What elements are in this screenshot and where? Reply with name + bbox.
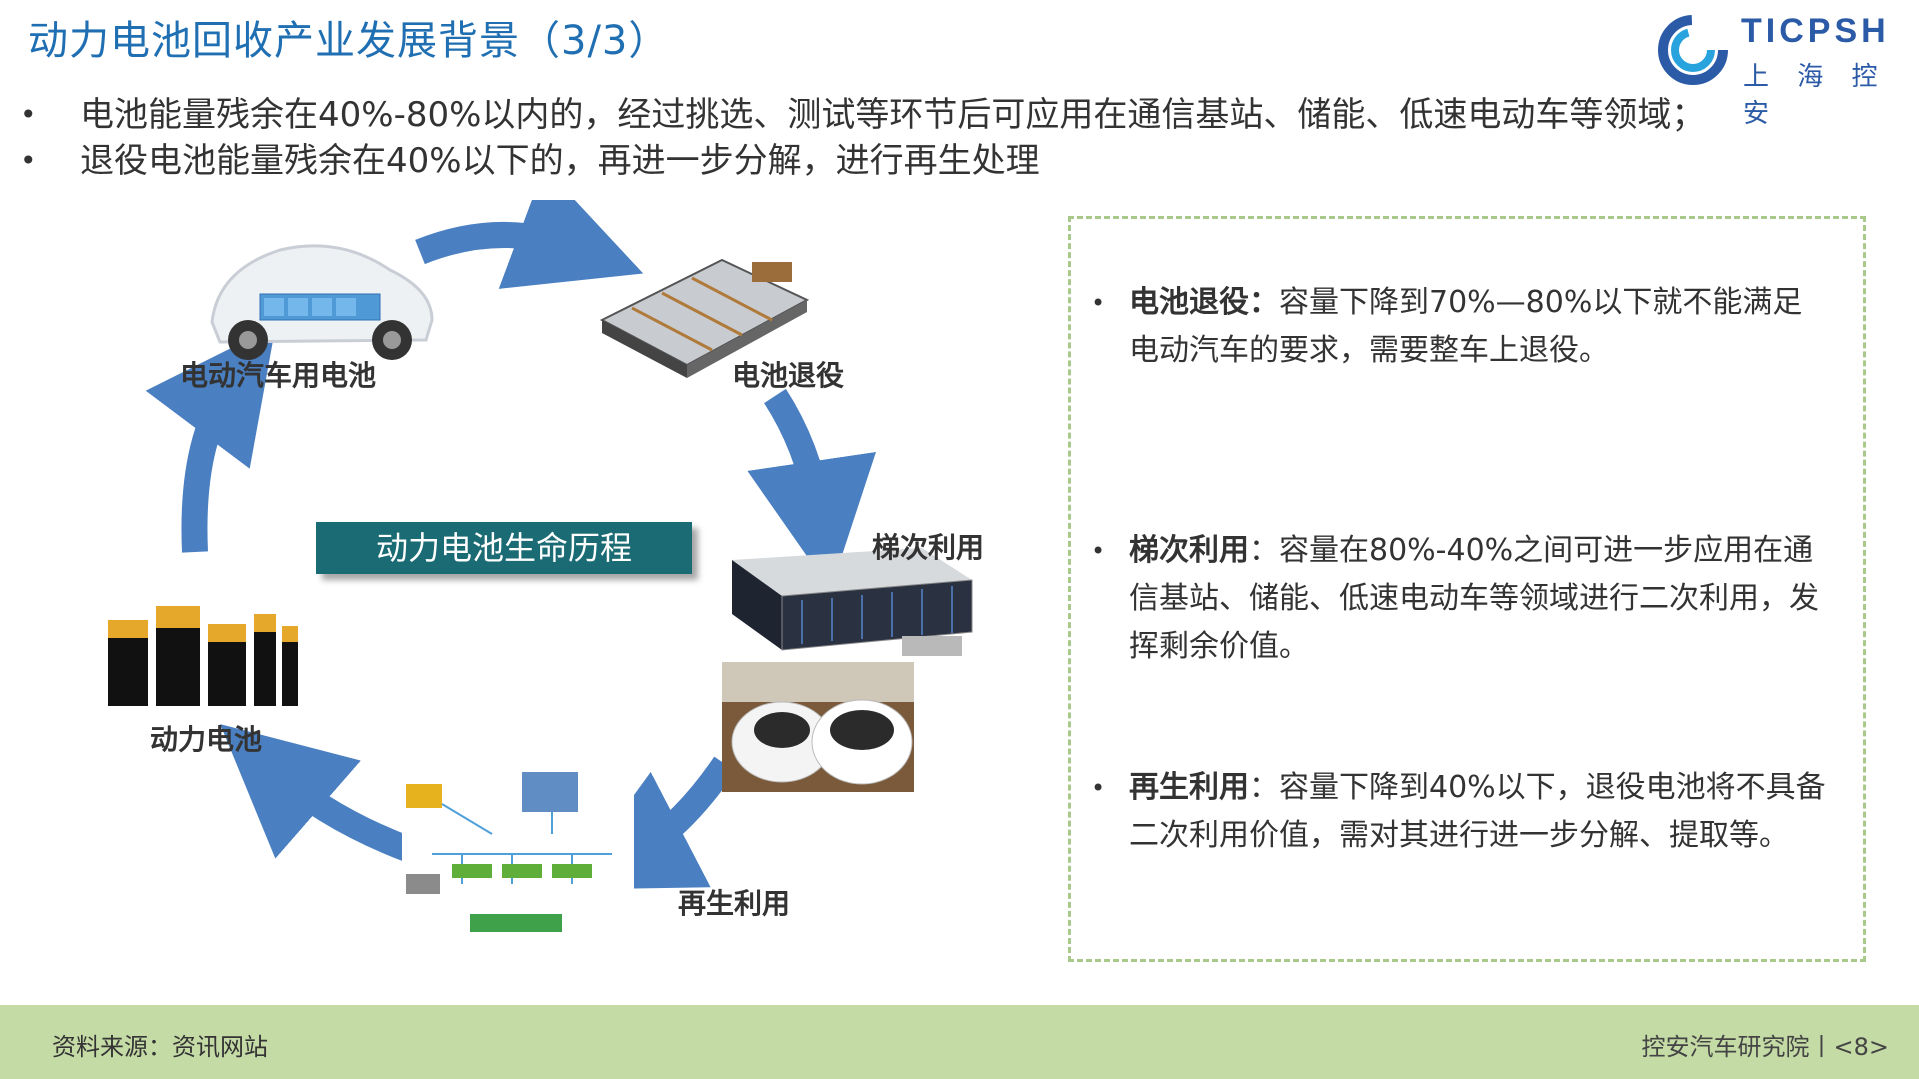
logo-swirl-icon <box>1658 15 1728 85</box>
node-label-retire: 电池退役 <box>732 359 845 392</box>
node-label-power-battery: 动力电池 <box>150 723 263 756</box>
arrow-to-cascade <box>747 388 876 591</box>
panel-term: 梯次利用 <box>1129 533 1249 568</box>
slide-title: 动力电池回收产业发展背景（3/3） <box>28 18 670 64</box>
logo-text-cn: 上 海 控 安 <box>1743 62 1888 129</box>
bullet-dot-icon: • <box>1091 774 1106 802</box>
arrow-to-power-battery <box>220 724 415 863</box>
bullet-dot-icon: • <box>20 144 37 177</box>
cycle-arrows <box>145 200 876 890</box>
battery-pack-image <box>599 258 810 378</box>
arrow-to-recycle <box>565 756 736 890</box>
bullet-text: 退役电池能量残余在40%以下的，再进一步分解，进行再生处理 <box>80 141 1040 181</box>
company-logo: TICPSH 上 海 控 安 <box>1655 10 1895 129</box>
node-label-cascade: 梯次利用 <box>872 531 985 564</box>
footer-institute-page: 控安汽车研究院丨<8> <box>1641 1033 1890 1061</box>
storage-container-image <box>732 548 973 656</box>
bullet-dot-icon: • <box>1091 537 1106 565</box>
recycling-process-image <box>402 764 634 940</box>
low-speed-ev-photo <box>722 662 914 792</box>
panel-item-retire: • 电池退役：容量下降到70%—80%以下就不能满足电动汽车的要求，需要整车上退… <box>1091 279 1831 375</box>
panel-item-recycle: • 再生利用：容量下降到40%以下，退役电池将不具备二次利用价值，需对其进行进一… <box>1091 764 1831 860</box>
panel-term-sep: ： <box>1249 533 1279 568</box>
panel-desc: 容量下降到70%—80%以下就不能满足电动汽车的要求，需要整车上退役。 <box>1129 285 1803 368</box>
intro-bullet: • 电池能量残余在40%-80%以内的，经过挑选、测试等环节后可应用在通信基站、… <box>20 92 1900 138</box>
arrow-to-retire <box>415 200 644 289</box>
panel-item-cascade: • 梯次利用：容量在80%-40%之间可进一步应用在通信基站、储能、低速电动车等… <box>1091 527 1831 671</box>
bullet-text: 电池能量残余在40%-80%以内的，经过挑选、测试等环节后可应用在通信基站、储能… <box>80 95 1706 135</box>
panel-term-sep: ： <box>1249 770 1279 805</box>
bullet-dot-icon: • <box>20 98 37 131</box>
panel-desc: 容量下降到40%以下，退役电池将不具备二次利用价值，需对其进行进一步分解、提取等… <box>1129 770 1826 853</box>
power-batteries-image <box>108 606 298 706</box>
panel-term: 再生利用 <box>1129 770 1249 805</box>
panel-desc: 容量在80%-40%之间可进一步应用在通信基站、储能、低速电动车等领域进行二次利… <box>1129 533 1819 664</box>
panel-term-sep: ： <box>1249 285 1279 320</box>
arrow-to-ev <box>145 325 276 553</box>
ev-car-image <box>210 244 434 360</box>
intro-bullets: • 电池能量残余在40%-80%以内的，经过挑选、测试等环节后可应用在通信基站、… <box>20 92 1900 184</box>
footer-source: 资料来源：资讯网站 <box>52 1033 268 1061</box>
intro-bullet: • 退役电池能量残余在40%以下的，再进一步分解，进行再生处理 <box>20 138 1900 184</box>
slide-footer: 资料来源：资讯网站 控安汽车研究院丨<8> <box>0 1005 1919 1079</box>
stage-explanation-panel: • 电池退役：容量下降到70%—80%以下就不能满足电动汽车的要求，需要整车上退… <box>1068 216 1866 962</box>
node-label-recycle: 再生利用 <box>678 887 791 920</box>
lifecycle-center-label: 动力电池生命历程 <box>316 522 692 574</box>
logo-text-en: TICPSH <box>1741 12 1890 50</box>
panel-term: 电池退役 <box>1129 285 1249 320</box>
node-label-ev-battery: 电动汽车用电池 <box>180 359 377 392</box>
battery-lifecycle-diagram: 电动汽车用电池 电池退役 梯次利用 <box>0 200 1040 980</box>
bullet-dot-icon: • <box>1091 289 1106 317</box>
